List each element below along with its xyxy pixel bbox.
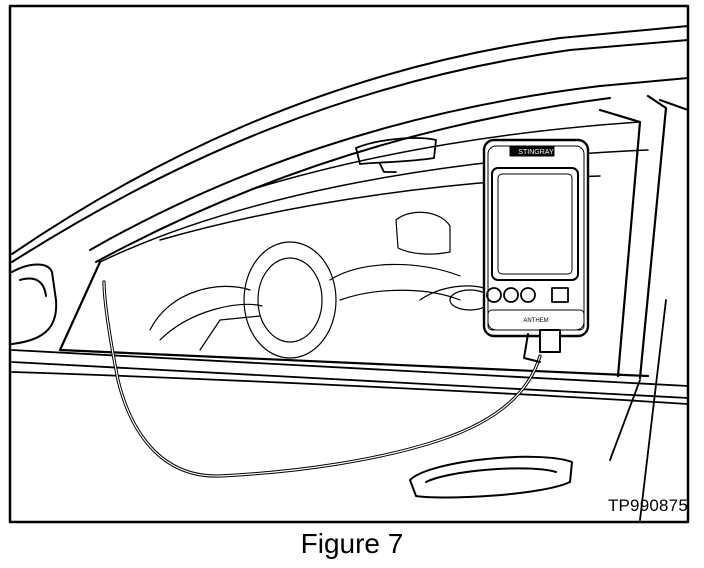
device-button-2 — [503, 287, 519, 303]
door-frame — [58, 94, 690, 380]
device-screen — [491, 167, 579, 281]
figure-caption: Figure 7 — [300, 528, 404, 559]
device-top-badge — [509, 145, 555, 157]
roof-line — [11, 25, 689, 263]
device-power-button — [551, 287, 569, 303]
figure-border — [8, 4, 690, 524]
cable-outline — [103, 281, 541, 477]
door-handle — [409, 455, 573, 499]
device-button-3 — [520, 287, 536, 303]
device-model-label: ANTHEM — [523, 318, 548, 324]
reference-code: TP990875 — [607, 496, 688, 515]
rearview-mirror — [355, 137, 437, 173]
scan-tool-device: STINGRAY ANTHEM — [482, 138, 590, 363]
device-brand-label: STINGRAY — [518, 149, 554, 156]
device-button-1 — [486, 287, 502, 303]
door-body — [11, 299, 689, 521]
side-mirror — [11, 263, 58, 345]
device-connector — [539, 329, 561, 353]
